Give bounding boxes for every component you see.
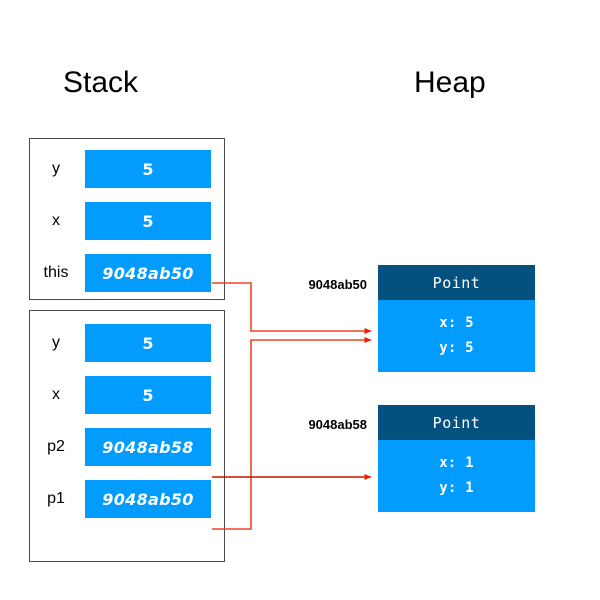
heap-object-title: Point [432, 273, 481, 292]
pointer-p1-to-point1 [212, 337, 372, 530]
stack-row-cell[interactable]: 9048ab58 [85, 428, 211, 466]
heap-object-body: x: 5 y: 5 [378, 300, 535, 372]
stack-row-p2[interactable]: p2 9048ab58 [30, 423, 224, 471]
stack-row-value: 9048ab50 [102, 489, 194, 509]
stack-row-value: 9048ab58 [102, 437, 194, 457]
stack-frame-main: y 5 x 5 p2 9048ab58 p1 9048ab50 [29, 310, 225, 562]
heap-column-title: Heap [414, 66, 486, 99]
stack-row[interactable]: x 5 [30, 371, 224, 419]
stack-row-label: p1 [47, 490, 65, 507]
heap-field-y: y: 1 [439, 480, 474, 496]
stack-row-this[interactable]: this 9048ab50 [30, 249, 224, 297]
stack-row-cell[interactable]: 9048ab50 [85, 480, 211, 518]
heap-object-header: Point [378, 265, 535, 300]
stack-row-cell[interactable]: 5 [85, 202, 211, 240]
stack-row-value: 5 [142, 385, 154, 405]
stack-row[interactable]: x 5 [30, 197, 224, 245]
stack-column-title: Stack [63, 66, 139, 99]
heap-object-point-1[interactable]: Point x: 5 y: 5 [378, 265, 535, 372]
heap-object-header: Point [378, 405, 535, 440]
stack-row-cell[interactable]: 5 [85, 324, 211, 362]
stack-row[interactable]: y 5 [30, 319, 224, 367]
stack-row-label: y [52, 334, 60, 351]
stack-row-value: 5 [142, 159, 154, 179]
stack-frame-constructor: y 5 x 5 this 9048ab50 [29, 138, 225, 300]
stack-row-value: 5 [142, 333, 154, 353]
stack-row-label: p2 [47, 438, 65, 455]
heap-address-label: 9048ab50 [308, 277, 367, 292]
heap-address-label: 9048ab58 [308, 417, 367, 432]
heap-object-title: Point [432, 413, 481, 432]
stack-row-value: 9048ab50 [102, 263, 194, 283]
heap-object-point-2[interactable]: Point x: 1 y: 1 [378, 405, 535, 512]
stack-row-label: x [52, 212, 60, 229]
stack-row-cell[interactable]: 5 [85, 150, 211, 188]
heap-field-x: x: 5 [439, 315, 474, 331]
stack-row[interactable]: y 5 [30, 145, 224, 193]
stack-row-value: 5 [142, 211, 154, 231]
heap-field-y: y: 5 [439, 340, 474, 356]
heap-field-x: x: 1 [439, 455, 474, 471]
stack-row-label: x [52, 386, 60, 403]
stack-row-p1[interactable]: p1 9048ab50 [30, 475, 224, 523]
heap-object-body: x: 1 y: 1 [378, 440, 535, 512]
stack-row-cell[interactable]: 9048ab50 [85, 254, 211, 292]
stack-row-label: this [43, 264, 69, 281]
stack-row-cell[interactable]: 5 [85, 376, 211, 414]
stack-row-label: y [52, 160, 60, 177]
